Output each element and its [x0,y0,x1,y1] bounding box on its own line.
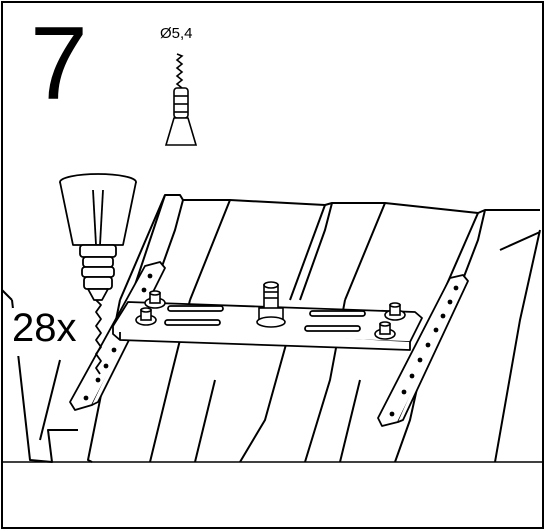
drill-bit-icon [164,53,198,146]
step-number: 7 [30,6,88,122]
drill-icon [59,173,137,375]
drill-diameter-label: Ø5,4 [160,25,193,42]
fastener-nuts [135,281,406,340]
screw-quantity-label: 28x [12,306,77,350]
right-mount-rail [377,274,469,427]
